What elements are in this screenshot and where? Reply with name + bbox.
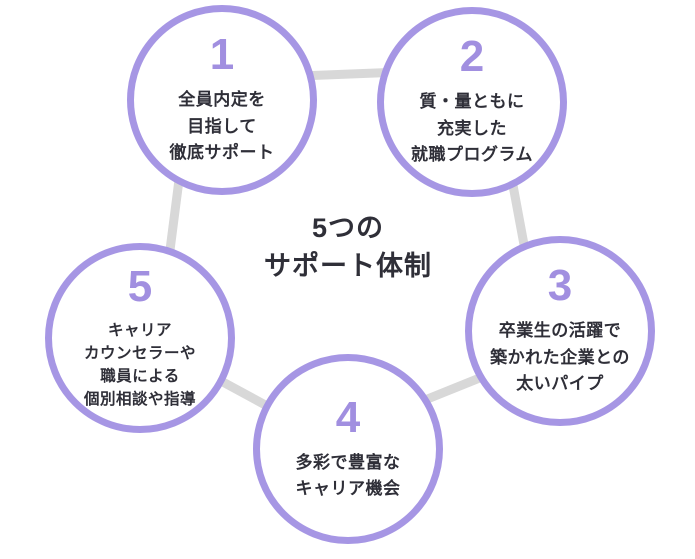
support-circle-5: 5 キャリア カウンセラーや 職員による 個別相談や指導 [45, 243, 235, 433]
connector-5-1 [165, 175, 184, 255]
support-circle-3: 3 卒業生の活躍で 築かれた企業との 太いパイプ [465, 236, 655, 426]
support-circle-4: 4 多彩で豊富な キャリア機会 [253, 354, 443, 544]
diagram-title: 5つの サポート体制 [264, 210, 432, 286]
circle-label-2: 質・量ともに 充実した 就職プログラム [411, 89, 533, 168]
label-line: 築かれた企業との [490, 347, 630, 367]
label-line: 卒業生の活躍で [498, 321, 622, 341]
support-circle-2: 2 質・量ともに 充実した 就職プログラム [377, 7, 567, 197]
circle-label-4: 多彩で豊富な キャリア機会 [296, 450, 401, 503]
label-line: キャリア機会 [295, 479, 401, 498]
label-line: 質・量ともに [419, 92, 525, 112]
circle-label-3: 卒業生の活躍で 築かれた企業との 太いパイプ [490, 318, 630, 397]
circle-number-4: 4 [335, 392, 361, 442]
diagram-title-line-2: サポート体制 [264, 251, 432, 281]
circle-number-3: 3 [547, 261, 573, 311]
label-line: 充実した [437, 118, 507, 138]
circle-label-5: キャリア カウンセラーや 職員による 個別相談や指導 [84, 319, 196, 412]
circle-label-1: 全員内定を 目指して 徹底サポート [170, 87, 275, 166]
label-line: 太いパイプ [516, 374, 604, 394]
support-circle-1: 1 全員内定を 目指して 徹底サポート [127, 5, 317, 195]
label-line: キャリア [107, 321, 172, 339]
circle-number-2: 2 [459, 32, 485, 82]
diagram-title-line-1: 5つの [311, 213, 385, 244]
circle-number-5: 5 [127, 261, 153, 311]
connector-2-3 [507, 175, 530, 255]
label-line: 全員内定を [178, 90, 266, 110]
label-line: 目指して [187, 116, 257, 136]
label-line: カウンセラーや [83, 344, 196, 362]
label-line: 個別相談や指導 [83, 391, 196, 409]
circle-number-1: 1 [209, 30, 235, 80]
label-line: 徹底サポート [169, 143, 275, 163]
label-line: 多彩で豊富な [295, 452, 401, 472]
label-line: 就職プログラム [411, 145, 533, 165]
label-line: 職員による [100, 368, 180, 385]
